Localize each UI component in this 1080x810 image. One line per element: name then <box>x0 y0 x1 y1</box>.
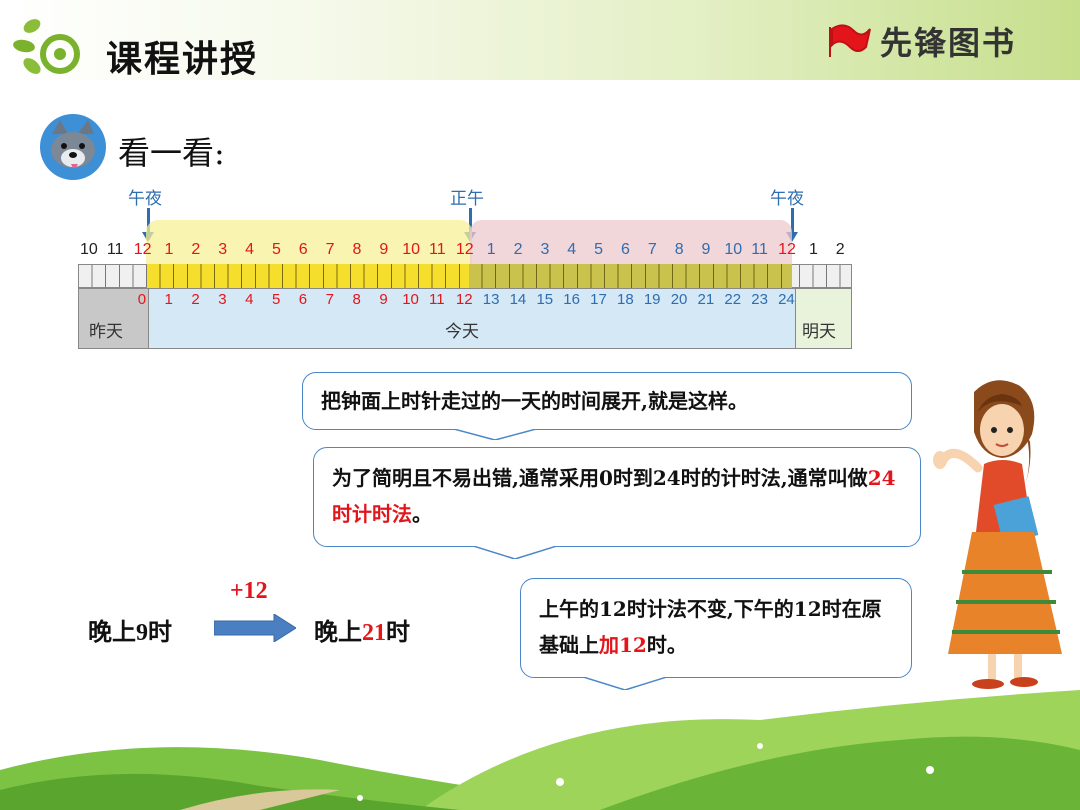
scale-number-24h: 17 <box>590 291 607 308</box>
bubble-tail-icon <box>450 428 540 440</box>
scale-number-24h: 5 <box>271 291 281 308</box>
conversion-from: 晚上9时 <box>88 620 172 646</box>
scale-number-24h: 6 <box>298 291 308 308</box>
scale-number-24h: 13 <box>482 291 500 308</box>
scale-number-12h: 10 <box>724 241 743 258</box>
girl-character-icon <box>933 380 1062 689</box>
scale-number-24h: 9 <box>379 291 388 308</box>
brand: 先锋图书 <box>826 18 1016 64</box>
scale-number-12h: 2 <box>835 241 845 258</box>
scale-number-24h: 14 <box>509 291 527 308</box>
scale-number-24h: 15 <box>536 291 554 308</box>
ruler-afternoon <box>469 264 792 288</box>
marker-noon: 正午 <box>450 189 484 209</box>
day-today: 今天 <box>149 289 796 348</box>
conversion-plus: +12 <box>230 578 268 604</box>
scale-number-12h: 5 <box>594 241 604 258</box>
scale-number-24h: 10 <box>402 291 419 308</box>
right-arrow-icon <box>214 614 296 642</box>
section-title: 课程讲授 <box>106 39 259 80</box>
scale-number-12h: 9 <box>379 241 389 258</box>
scale-number-12h: 7 <box>325 241 335 258</box>
scale-number-24h: 2 <box>191 291 200 308</box>
bubble-tail-icon <box>470 545 560 559</box>
day-tomorrow: 明天 <box>796 289 851 348</box>
marker-midnight-end: 午夜 <box>770 189 804 209</box>
header-band <box>0 0 1080 80</box>
conversion-to: 晚上21时 <box>314 620 410 646</box>
highlight-add12: 加12 <box>599 633 647 657</box>
scale-number-24h: 22 <box>724 291 742 308</box>
scale-number-12h: 12 <box>455 241 474 258</box>
scale-number-12h: 4 <box>567 241 577 258</box>
scale-number-24h: 12 <box>455 291 473 308</box>
scale-number-12h: 9 <box>701 241 711 258</box>
bubble-tail-icon <box>580 676 670 690</box>
scale-number-12h: 3 <box>540 241 550 258</box>
speech-bubble-24h: 为了简明且不易出错,通常采用0时到24时的计时法,通常叫做24时计时法。 <box>313 447 921 547</box>
scale-number-12h: 2 <box>513 241 523 258</box>
scale-number-24h: 20 <box>670 291 688 308</box>
scale-number-24h: 23 <box>751 291 768 308</box>
scale-number-12h: 10 <box>80 241 98 258</box>
look-label: 看一看: <box>118 134 225 172</box>
marker-midnight-start: 午夜 <box>128 189 162 209</box>
scale-number-12h: 4 <box>245 241 254 258</box>
scale-number-24h: 16 <box>563 291 580 308</box>
scale-number-24h: 24 <box>778 291 795 308</box>
scale-number-12h: 8 <box>674 241 684 258</box>
brand-flag-icon <box>829 24 871 57</box>
scale-number-24h: 18 <box>617 291 634 308</box>
wolf-avatar-icon <box>40 114 106 180</box>
scale-number-12h: 1 <box>486 241 496 258</box>
scale-number-12h: 1 <box>808 241 818 258</box>
scale-number-12h: 12 <box>778 241 796 258</box>
scale-number-12h: 5 <box>271 241 281 258</box>
brand-name: 先锋图书 <box>880 24 1017 62</box>
scale-number-24h: 3 <box>218 291 227 308</box>
scale-number-24h: 1 <box>164 291 173 308</box>
day-yesterday: 昨天 <box>79 289 149 348</box>
day-band: 昨天 今天 明天 <box>78 288 852 349</box>
speech-bubble-add12: 上午的12时计法不变,下午的12时在原基础上加12时。 <box>520 578 912 678</box>
scale-number-12h: 12 <box>133 241 152 258</box>
scale-number-24h: 11 <box>429 291 445 308</box>
scale-number-12h: 3 <box>218 241 228 258</box>
ruler-morning <box>147 264 469 288</box>
scale-number-12h: 2 <box>191 241 201 258</box>
scale-number-24h: 8 <box>352 291 361 308</box>
scale-number-24h: 7 <box>325 291 334 308</box>
scale-number-12h: 6 <box>621 241 630 258</box>
hills-decoration <box>0 690 1080 810</box>
scale-number-12h: 11 <box>751 241 768 258</box>
scale-number-12h: 8 <box>352 241 362 258</box>
scale-number-12h: 11 <box>106 241 124 258</box>
scale-number-12h: 7 <box>647 241 657 258</box>
scale-number-12h: 6 <box>298 241 308 258</box>
leaf-logo-icon <box>13 19 80 74</box>
scale-number-24h: 21 <box>697 291 715 308</box>
marker-arrow-icon <box>786 208 798 242</box>
scale-number-24h: 4 <box>245 291 254 308</box>
scale-number-24h: 19 <box>643 291 661 308</box>
scale-number-24h: 0 <box>137 291 147 308</box>
speech-bubble-unfold: 把钟面上时针走过的一天的时间展开,就是这样。 <box>302 372 912 430</box>
highlight-24h-system: 24时计时法 <box>332 466 896 526</box>
scale-number-12h: 1 <box>164 241 174 258</box>
scale-number-12h: 10 <box>402 241 420 258</box>
scale-number-12h: 11 <box>429 241 446 258</box>
